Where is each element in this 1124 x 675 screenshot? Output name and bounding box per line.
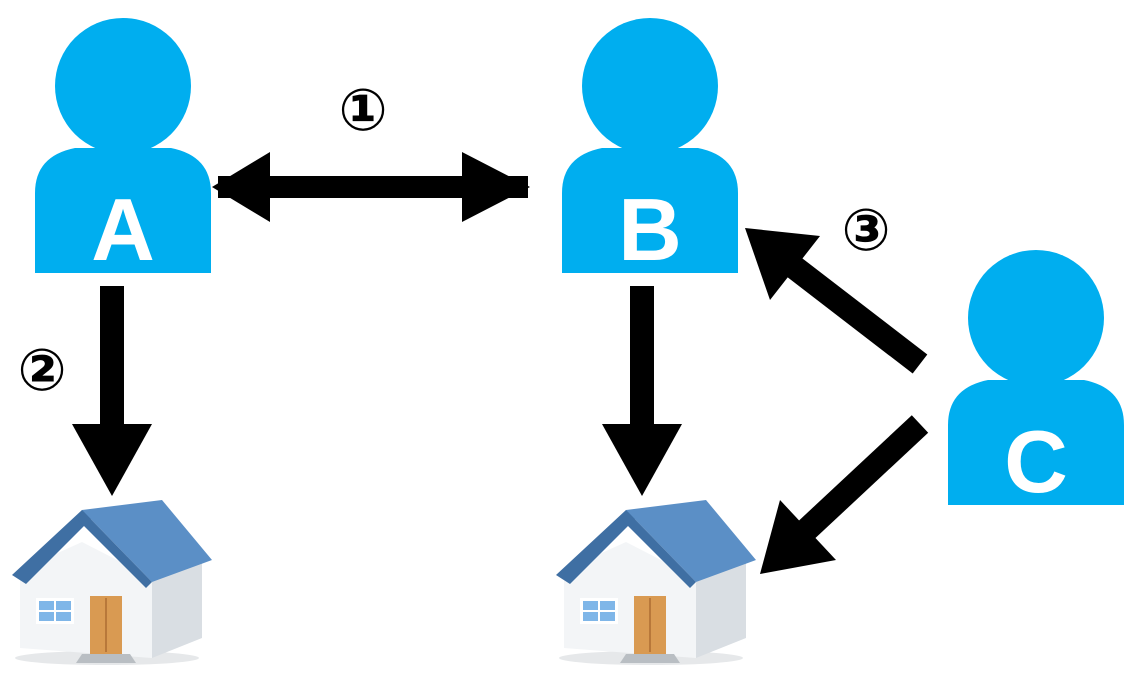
person-b: B <box>562 18 738 279</box>
arrow-a-house <box>72 286 152 496</box>
person-c: C <box>948 250 1124 511</box>
arrow-c-b <box>745 228 928 374</box>
house-icon <box>11 499 213 666</box>
arrow-a-b <box>212 152 530 222</box>
person-c-label: C <box>1004 412 1068 511</box>
house-right <box>555 499 757 666</box>
step-two-label: ② <box>17 336 66 404</box>
step-three-label: ③ <box>841 196 890 264</box>
house-icon <box>555 499 757 666</box>
person-a-label: A <box>91 180 155 279</box>
person-a: A <box>35 18 211 279</box>
arrow-b-house <box>602 286 682 496</box>
house-left <box>11 499 213 666</box>
step-one-label: ① <box>338 76 387 144</box>
person-b-label: B <box>618 180 682 279</box>
arrow-c-house <box>760 415 929 574</box>
